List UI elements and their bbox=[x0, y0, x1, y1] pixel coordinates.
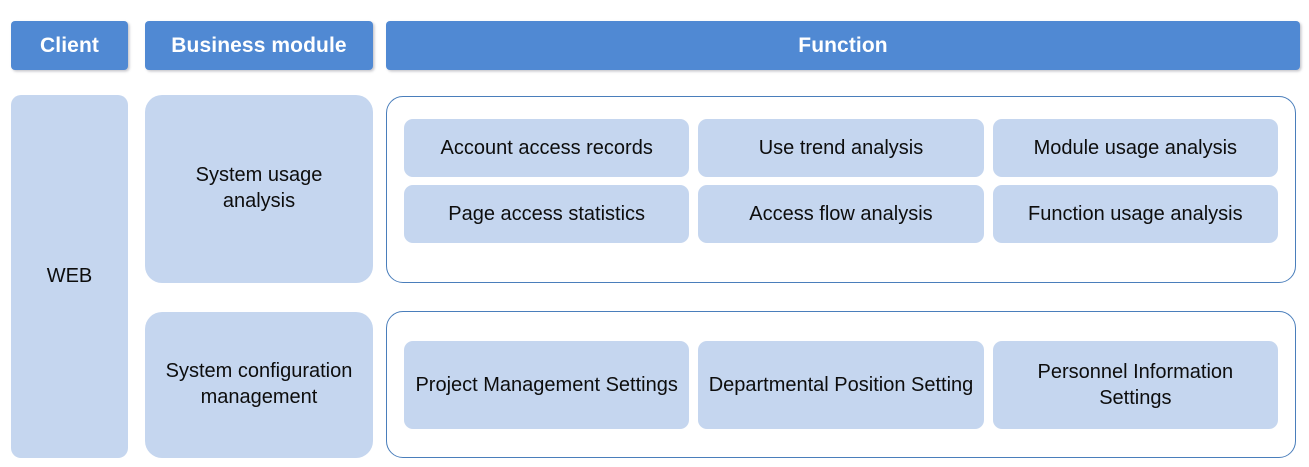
column-header-function: Function bbox=[386, 21, 1300, 70]
function-card-module-usage-analysis[interactable]: Module usage analysis bbox=[992, 119, 1278, 177]
function-row: Page access statistics Access flow analy… bbox=[404, 185, 1278, 243]
function-card-access-flow-analysis[interactable]: Access flow analysis bbox=[698, 185, 984, 243]
function-card-departmental-position-setting[interactable]: Departmental Position Setting bbox=[698, 341, 984, 429]
column-header-business-module: Business module bbox=[145, 21, 373, 70]
function-card-function-usage-analysis[interactable]: Function usage analysis bbox=[992, 185, 1278, 243]
function-card-project-management-settings[interactable]: Project Management Settings bbox=[404, 341, 690, 429]
column-header-client: Client bbox=[11, 21, 128, 70]
function-row: Project Management Settings Departmental… bbox=[404, 341, 1278, 429]
business-module-system-usage-analysis: System usage analysis bbox=[145, 95, 373, 283]
client-cell-web: WEB bbox=[11, 95, 128, 458]
function-card-use-trend-analysis[interactable]: Use trend analysis bbox=[698, 119, 984, 177]
function-card-page-access-statistics[interactable]: Page access statistics bbox=[404, 185, 690, 243]
business-module-system-configuration-management: System configuration management bbox=[145, 312, 373, 458]
function-group-system-usage-analysis: Account access records Use trend analysi… bbox=[386, 96, 1296, 283]
function-row: Account access records Use trend analysi… bbox=[404, 119, 1278, 177]
function-card-personnel-information-settings[interactable]: Personnel Information Settings bbox=[992, 341, 1278, 429]
function-group-system-configuration-management: Project Management Settings Departmental… bbox=[386, 311, 1296, 458]
function-card-account-access-records[interactable]: Account access records bbox=[404, 119, 690, 177]
